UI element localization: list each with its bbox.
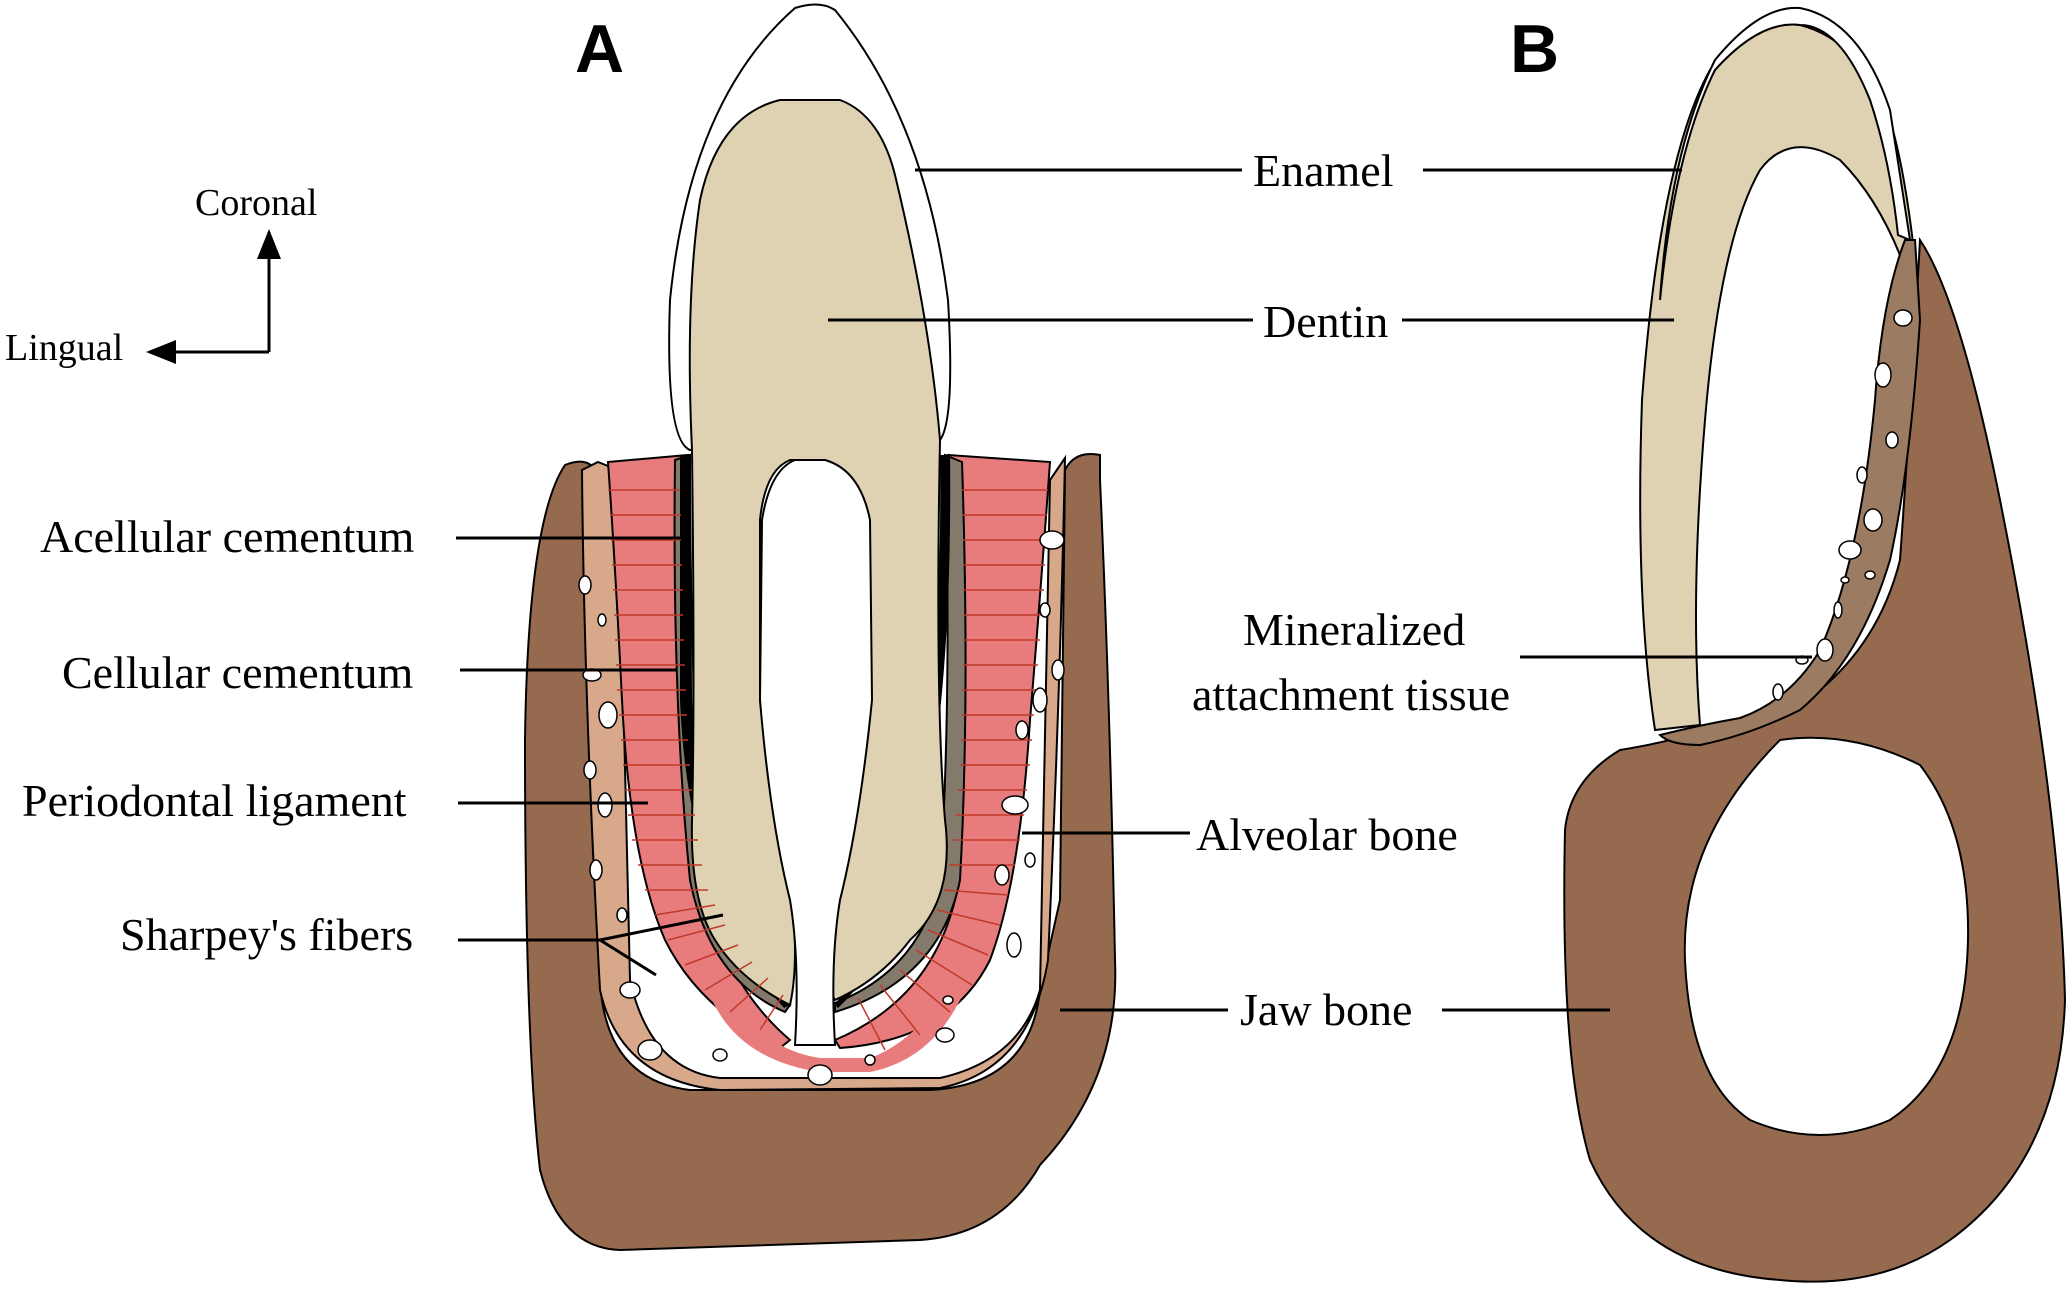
acellular-cementum-label: Acellular cementum — [40, 511, 414, 562]
orientation-indicator: Coronal Lingual — [5, 182, 317, 369]
panel-label-b: B — [1510, 11, 1559, 87]
periodontal-ligament-label: Periodontal ligament — [22, 775, 407, 826]
dentin-callout: Dentin — [828, 296, 1674, 347]
panel-a-illustration — [523, 3, 1117, 1252]
mineralized-tissue-holes — [1772, 309, 1913, 701]
alveolar-bone-callout: Alveolar bone — [1022, 809, 1458, 860]
panel-b-illustration — [1563, 6, 2067, 1283]
mineralized-attachment-callout: Mineralized attachment tissue — [1192, 604, 1812, 720]
panel-label-a: A — [575, 11, 624, 87]
jaw-bone-label: Jaw bone — [1240, 984, 1412, 1035]
periodontal-ligament-floor — [712, 970, 960, 1072]
sharpeys-fibers-callout: Sharpey's fibers — [120, 909, 724, 977]
orientation-coronal-label: Coronal — [195, 182, 317, 224]
periodontal-ligament-callout: Periodontal ligament — [22, 775, 648, 826]
enamel-label: Enamel — [1253, 145, 1394, 196]
sharpeys-fibers-label: Sharpey's fibers — [120, 909, 413, 960]
pulp-a — [758, 459, 874, 1046]
mineralized-label-line1: Mineralized — [1243, 604, 1465, 655]
mineralized-attachment-tissue — [1658, 239, 1922, 747]
acellular-cementum-callout: Acellular cementum — [40, 511, 687, 562]
mineralized-label-line2: attachment tissue — [1192, 669, 1510, 720]
orientation-lingual-label: Lingual — [5, 327, 123, 369]
cellular-cementum-right — [834, 453, 967, 1014]
jaw-bone-b-cavity — [1683, 736, 1970, 1136]
sharpeys-fibers-right — [857, 489, 1048, 1051]
sharpeys-fibers-left — [608, 489, 784, 1031]
enamel-b — [1659, 6, 1912, 301]
alveolar-bone-holes — [578, 530, 1065, 1086]
enamel-callout: Enamel — [915, 145, 1682, 196]
cellular-cementum-label: Cellular cementum — [62, 647, 413, 698]
jaw-bone-callout: Jaw bone — [1060, 984, 1610, 1035]
cellular-cementum-callout: Cellular cementum — [62, 647, 676, 698]
dentin-label: Dentin — [1263, 296, 1388, 347]
alveolar-bone-label: Alveolar bone — [1196, 809, 1458, 860]
dentin-b — [1639, 23, 1917, 732]
